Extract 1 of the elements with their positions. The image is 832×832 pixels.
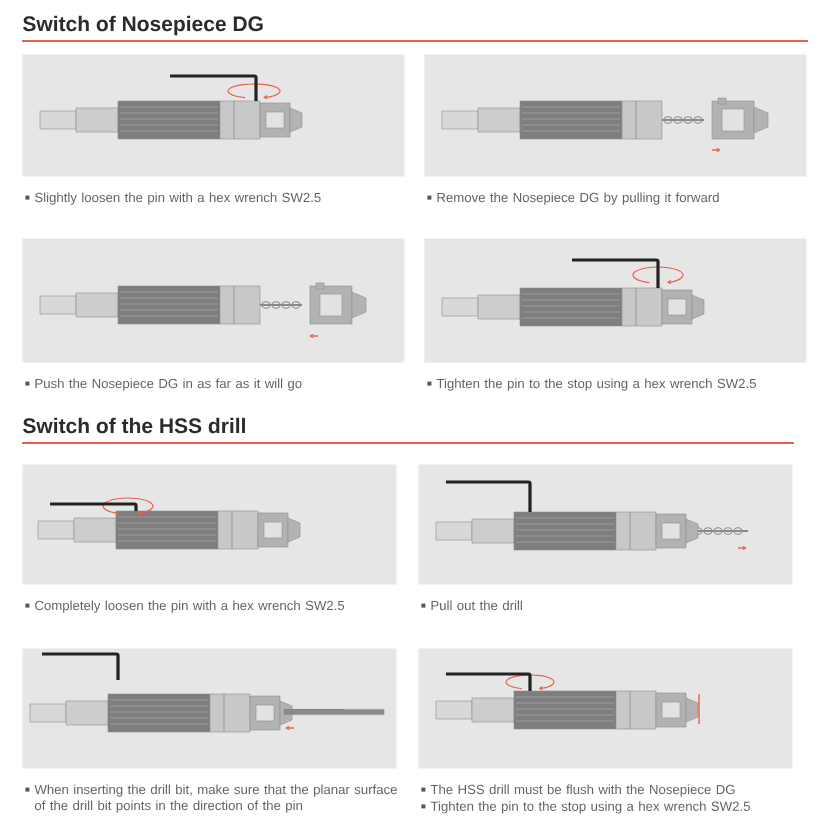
section-heading: Switch of the HSS drill	[23, 417, 245, 434]
